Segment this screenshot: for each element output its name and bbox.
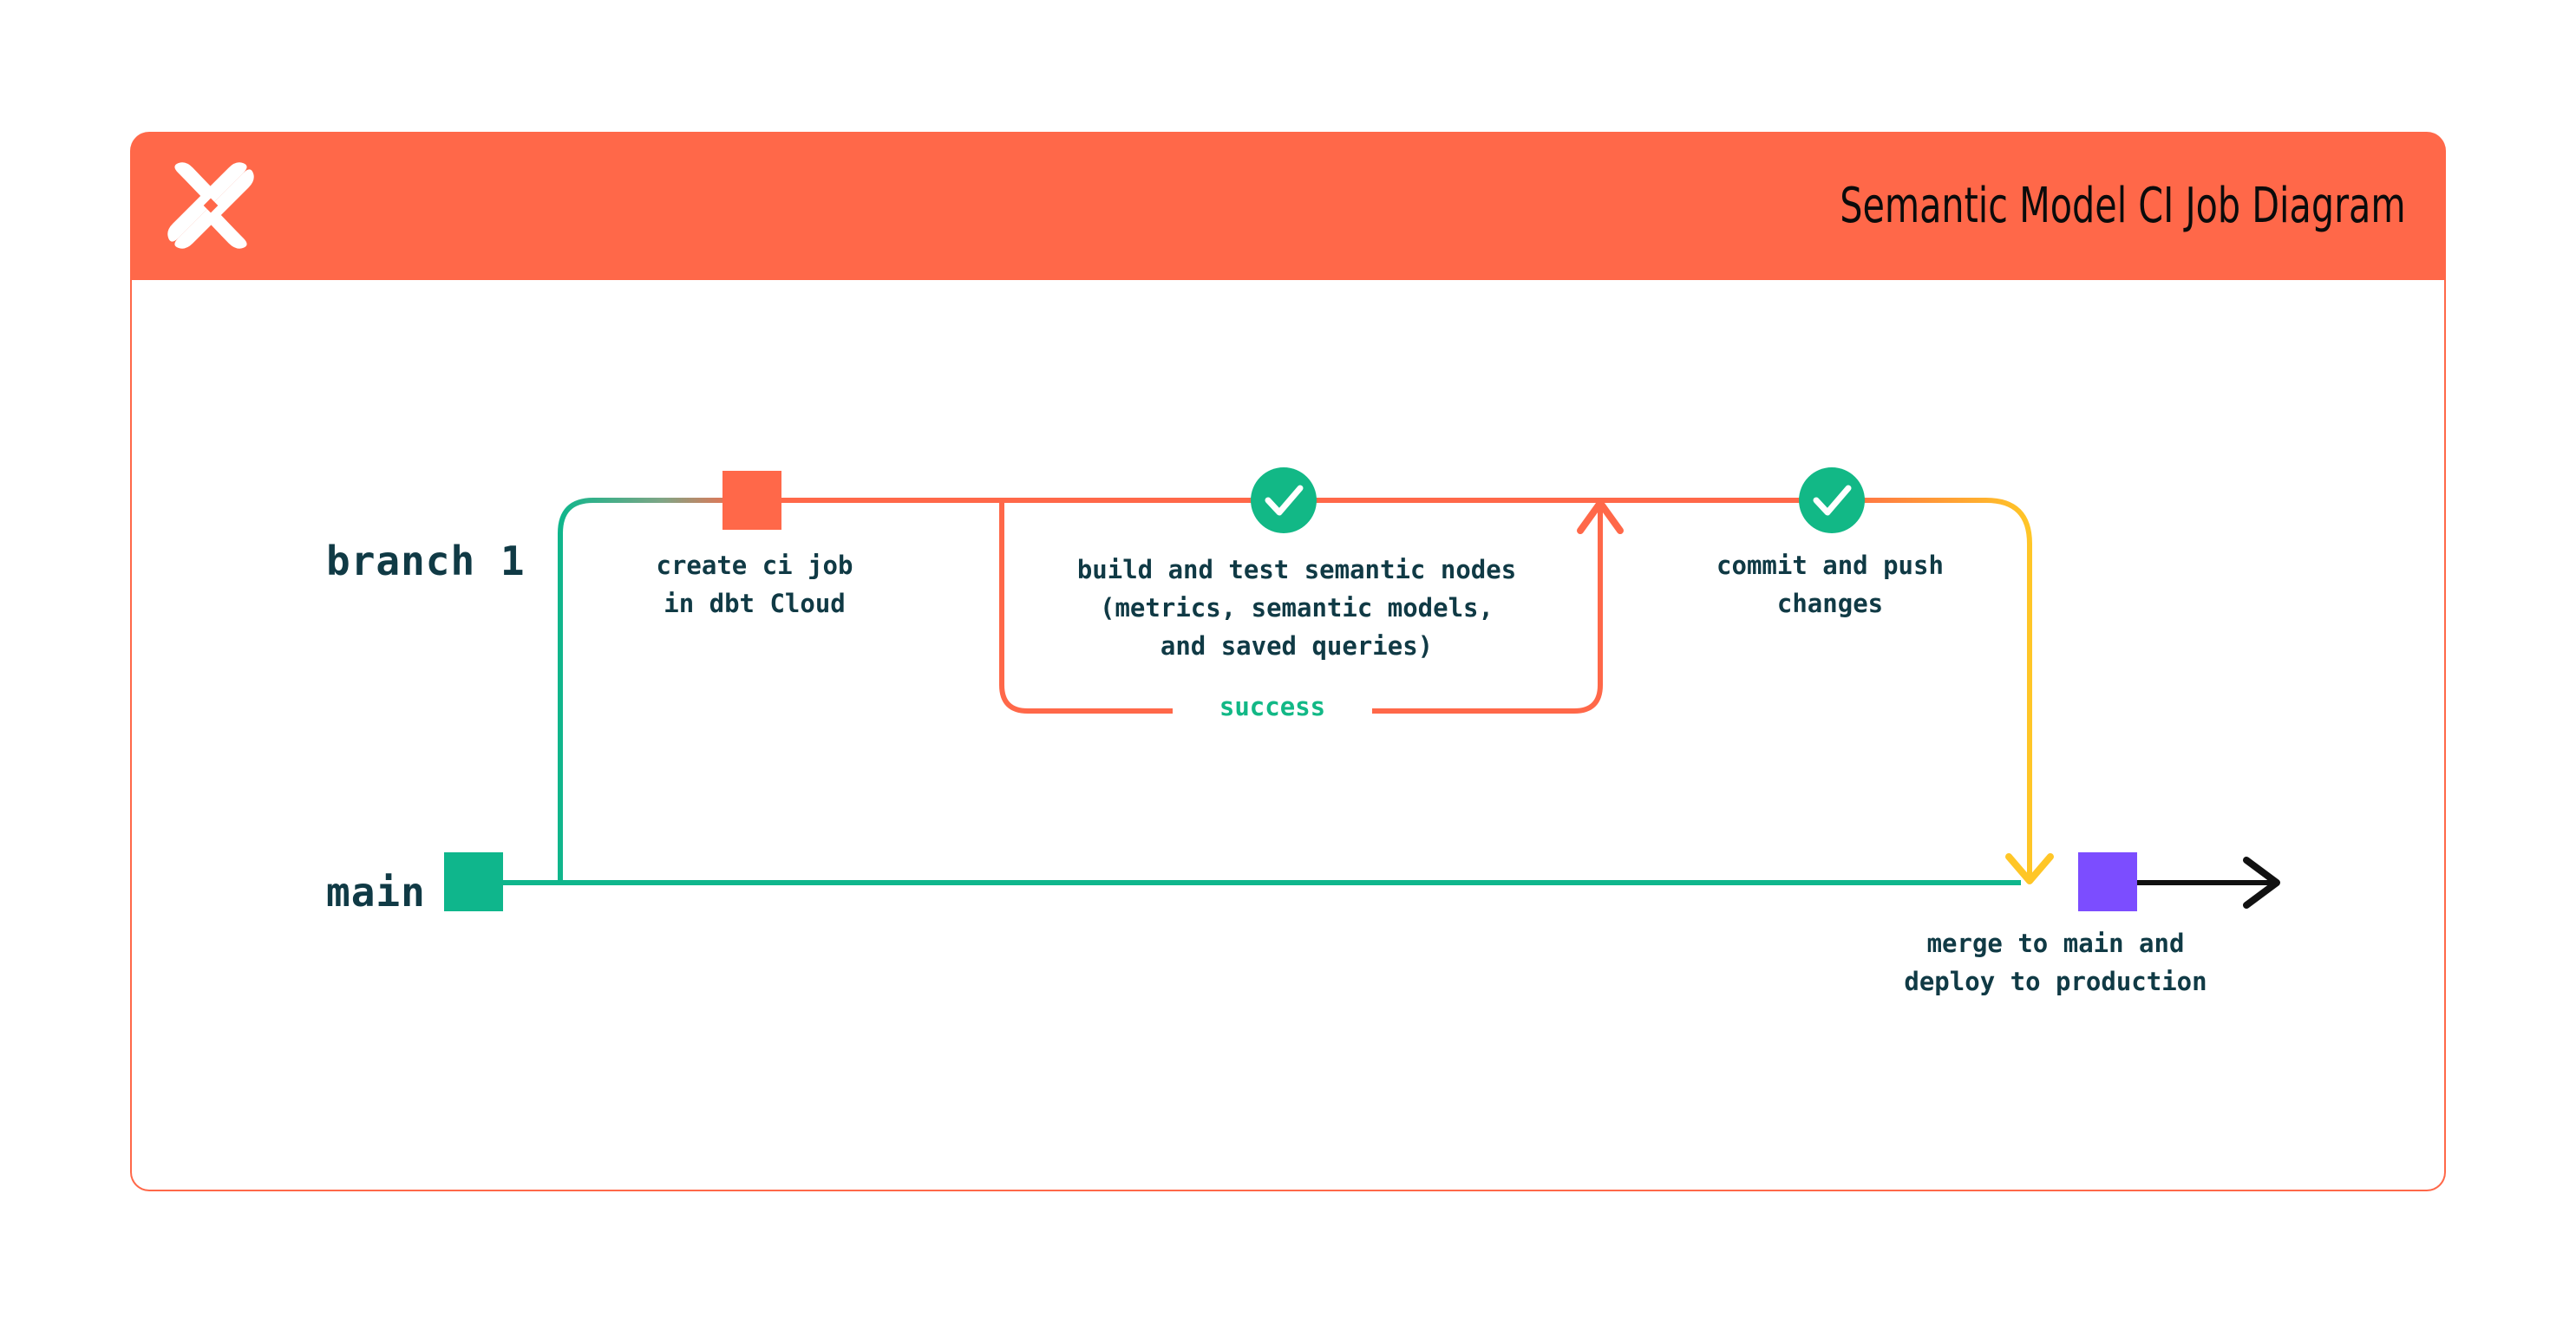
edge-label-success: success xyxy=(1173,692,1372,721)
caption-commit-and-push: commit and push changes xyxy=(1716,551,1944,619)
caption-create-ci-job: create ci job in dbt Cloud xyxy=(656,551,853,619)
caption-build-and-test: build and test semantic nodes (metrics, … xyxy=(1076,555,1517,662)
dbt-x-logo-icon xyxy=(166,160,256,251)
caption-merge-to-main: merge to main and deploy to production xyxy=(1904,929,2207,997)
card-header: Semantic Model CI Job Diagram xyxy=(130,132,2446,281)
lane-label-branch-1: branch 1 xyxy=(326,538,526,584)
card-body xyxy=(130,280,2446,1191)
page-title: Semantic Model CI Job Diagram xyxy=(1840,178,2406,234)
lane-label-main: main xyxy=(326,869,426,916)
diagram-card: Semantic Model CI Job Diagram xyxy=(130,132,2446,1191)
